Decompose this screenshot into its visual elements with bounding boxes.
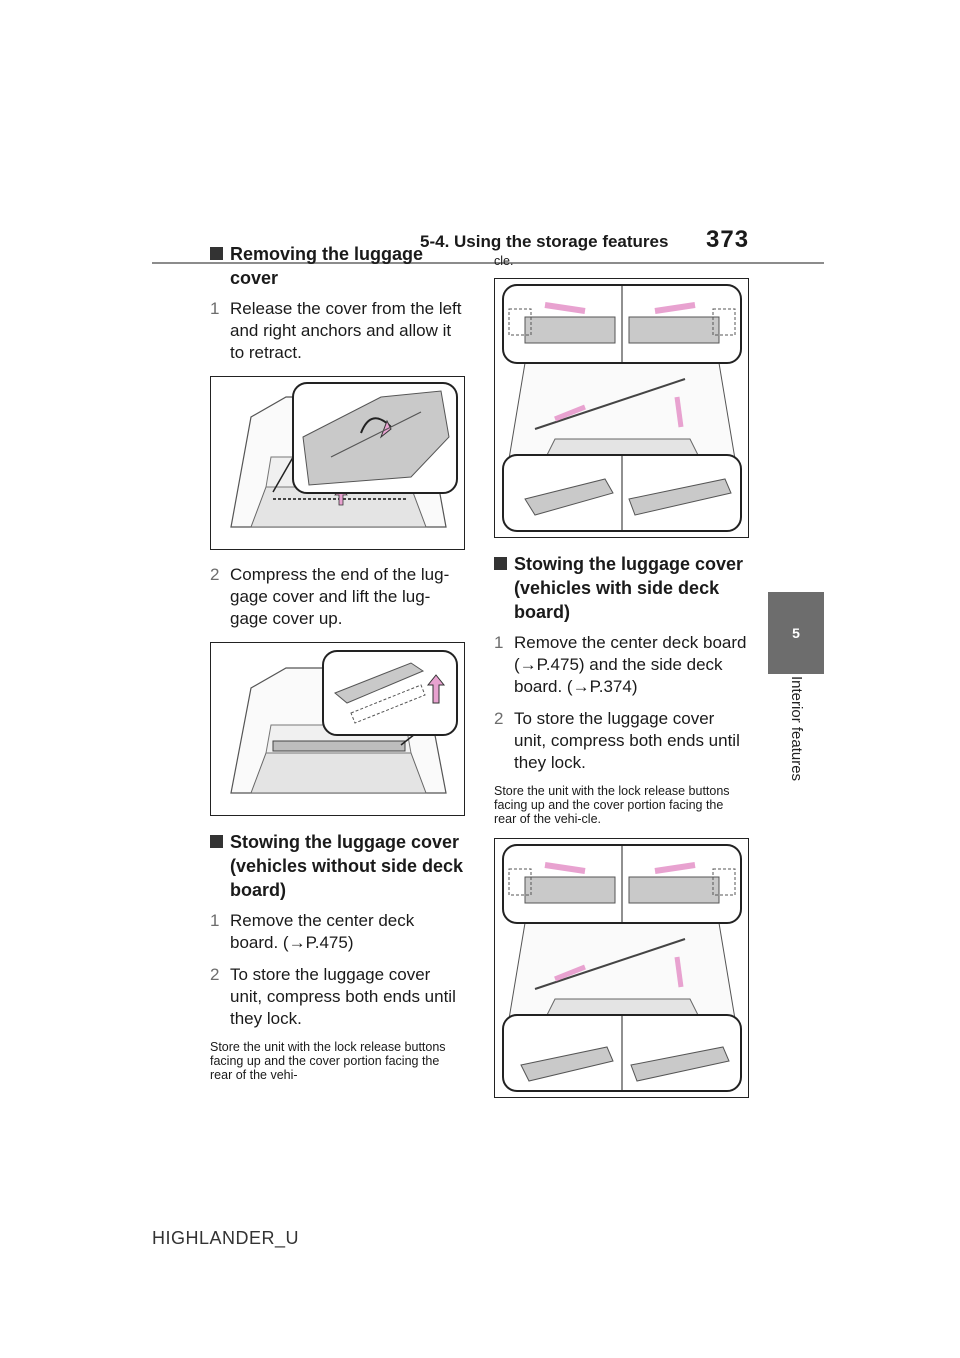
header-rule — [152, 262, 824, 264]
step-compress-end: 2 Compress the end of the lug-gage cover… — [210, 564, 465, 630]
section-title: 5-4. Using the storage features — [420, 232, 669, 251]
bullet-square-icon — [210, 247, 223, 260]
step-remove-deck-boards: 1 Remove the center deck board (→P.475) … — [494, 632, 749, 698]
step-release-cover: 1 Release the cover from the left and ri… — [210, 298, 465, 364]
chapter-tab[interactable]: 5 — [768, 592, 824, 674]
heading-stowing-with-side-board: Stowing the luggage cover (vehicles with… — [494, 552, 749, 624]
step-number: 2 — [210, 565, 220, 584]
figure-compress-ends-with-board — [494, 838, 749, 1098]
step-store-cover-unit-side: 2 To store the luggage cover unit, compr… — [494, 708, 749, 774]
step-text: Compress the end of the lug-gage cover a… — [230, 565, 450, 628]
heading-stowing-without-side-board: Stowing the luggage cover (vehicles with… — [210, 830, 465, 902]
figure-lift-cover — [210, 642, 465, 816]
heading-text: Stowing the luggage cover (vehicles with… — [230, 832, 464, 900]
step-text: Remove the center deck board (→P.475) an… — [514, 633, 747, 696]
heading-text: Stowing the luggage cover (vehicles with… — [514, 554, 744, 622]
bullet-square-icon — [210, 835, 223, 848]
note-storage-orientation-side: Store the unit with the lock release but… — [494, 784, 730, 826]
step-text: Remove the center deck board. (→P.475) — [230, 911, 415, 952]
note-continued: cle. — [494, 254, 514, 268]
model-code: HIGHLANDER_U — [152, 1228, 300, 1248]
step-remove-center-board: 1 Remove the center deck board. (→P.475) — [210, 910, 465, 954]
step-store-cover-unit: 2 To store the luggage cover unit, compr… — [210, 964, 465, 1030]
chapter-label: Interior features — [788, 676, 805, 782]
step-text: To store the luggage cover unit, compres… — [514, 709, 740, 772]
step-text: Release the cover from the left and righ… — [230, 299, 462, 362]
figure-compress-ends-without-board — [494, 278, 749, 538]
note-storage-orientation: Store the unit with the lock release but… — [210, 1040, 446, 1082]
step-number: 2 — [210, 965, 220, 984]
heading-text: Removing the luggage cover — [230, 244, 424, 288]
figure-release-anchor — [210, 376, 465, 550]
page-number: 373 — [706, 226, 750, 253]
right-column: cle. Stowing the luggage cover (vehicles… — [494, 242, 749, 1112]
step-number: 1 — [494, 633, 504, 652]
bullet-square-icon — [494, 557, 507, 570]
step-number: 1 — [210, 299, 220, 318]
step-number: 1 — [210, 911, 220, 930]
heading-removing-cover: Removing the luggage cover — [210, 242, 465, 290]
step-number: 2 — [494, 709, 504, 728]
step-text: To store the luggage cover unit, compres… — [230, 965, 456, 1028]
left-column: Removing the luggage cover 1 Release the… — [210, 242, 465, 1092]
